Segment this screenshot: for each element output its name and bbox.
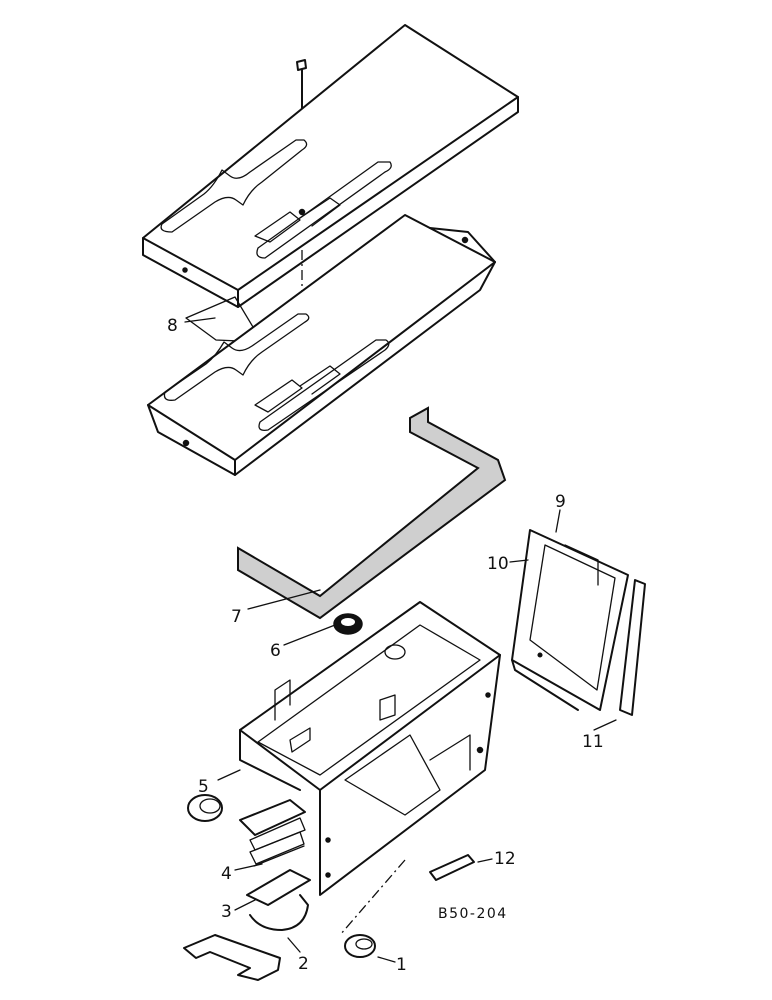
side-strip <box>619 579 646 716</box>
alignment-axis-lower <box>339 859 406 936</box>
callout-10: 10 <box>487 554 509 574</box>
housing-box <box>239 601 501 896</box>
callout-9: 9 <box>555 492 566 512</box>
rubber-boot <box>239 799 306 867</box>
callout-8: 8 <box>167 316 178 336</box>
callout-2: 2 <box>298 954 309 974</box>
drain-plug <box>344 934 376 958</box>
callout-3: 3 <box>221 902 232 922</box>
leader-lines <box>184 317 617 963</box>
foam-seal <box>237 406 507 620</box>
rubber-pad <box>429 854 475 881</box>
callout-12: 12 <box>494 849 516 869</box>
grommet <box>333 613 363 635</box>
callout-4: 4 <box>221 864 232 884</box>
upper-cover-plate <box>142 24 519 308</box>
callout-11: 11 <box>582 732 604 752</box>
spring-clip <box>249 894 309 931</box>
callout-6: 6 <box>270 641 281 661</box>
callout-5: 5 <box>198 777 209 797</box>
lower-cover-tray <box>147 214 496 476</box>
plug-left <box>187 794 223 822</box>
callout-labels: 1 2 3 4 5 6 7 8 9 10 11 12 B50-204 <box>167 316 604 975</box>
side-panel <box>511 529 629 711</box>
callout-1: 1 <box>396 955 407 975</box>
callout-7: 7 <box>231 607 242 627</box>
reference-code: B50-204 <box>438 906 508 922</box>
retainer-plate <box>246 869 311 906</box>
bottom-bracket <box>183 934 281 981</box>
